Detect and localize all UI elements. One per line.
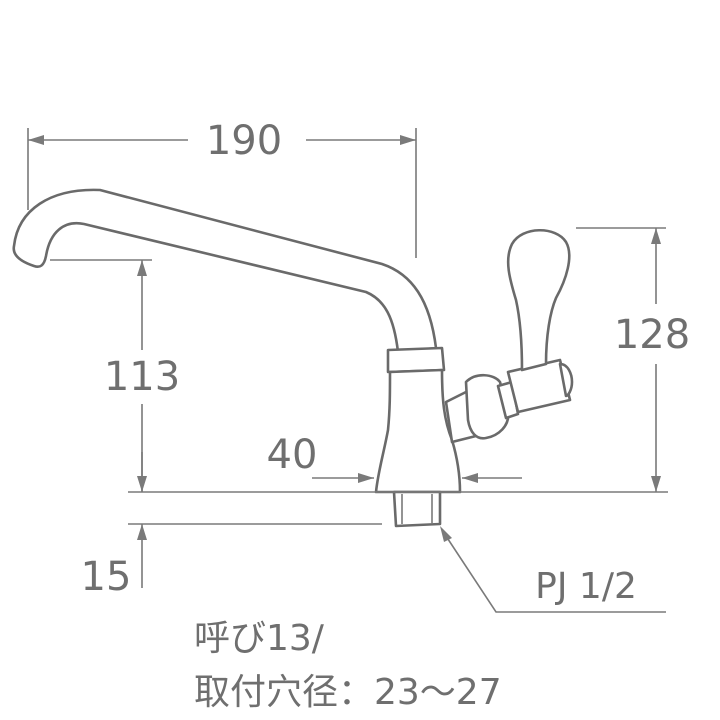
dim-value-190: 190 (206, 118, 282, 164)
faucet-drawing (12, 188, 574, 528)
arrow-40-left (358, 473, 374, 483)
arrow-190-right (400, 135, 416, 145)
dim-value-128: 128 (614, 312, 690, 358)
lever-knob (558, 362, 574, 398)
leader-line-pj (441, 529, 666, 613)
mounting-hole-note: 取付穴径：23～27 (194, 672, 502, 713)
arrow-190-left (28, 135, 44, 145)
thread-connection (392, 490, 442, 528)
collar-ring (386, 346, 446, 374)
connection-label: PJ 1/2 (535, 566, 637, 607)
faucet-body (374, 368, 462, 494)
arrow-128-top (651, 228, 661, 244)
arrow-pj (440, 526, 452, 542)
arrow-15-bottom (137, 524, 147, 540)
dim-value-15: 15 (81, 554, 132, 600)
valve-bonnet (464, 373, 510, 440)
arrow-113-top (137, 260, 147, 276)
arrow-40-right (462, 473, 478, 483)
arrow-128-bottom (651, 476, 661, 492)
nominal-size-note: 呼び13/ (194, 618, 325, 659)
spout (12, 188, 438, 354)
dimension-lines (27, 128, 668, 613)
lever-handle (506, 229, 571, 372)
dim-value-40: 40 (267, 432, 318, 478)
dim-value-113: 113 (104, 354, 180, 400)
